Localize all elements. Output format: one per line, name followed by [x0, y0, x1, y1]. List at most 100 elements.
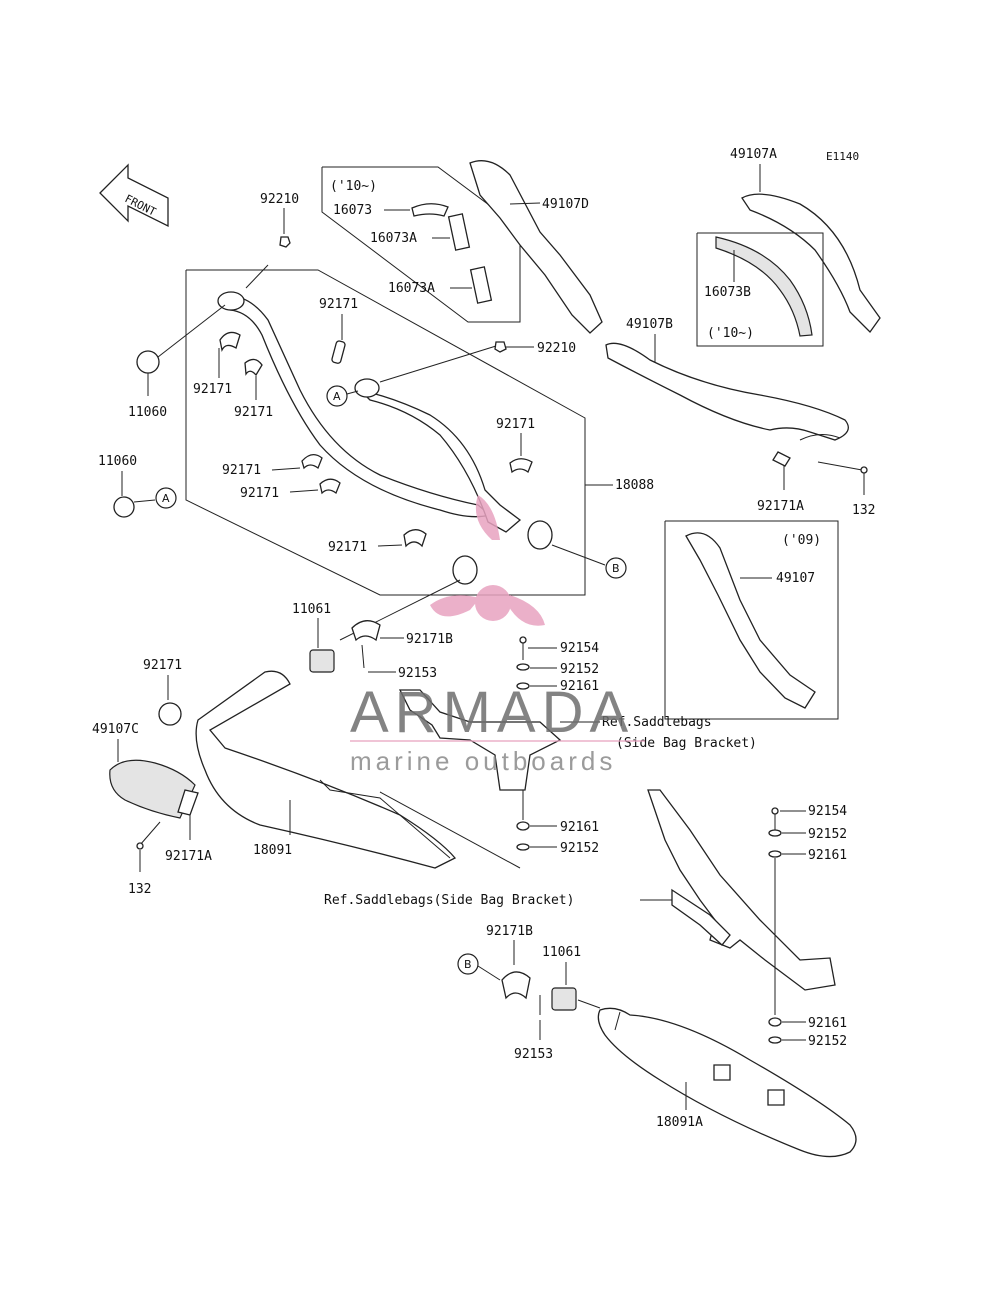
callout-b-right — [605, 557, 627, 579]
label-11060-2: 11060 — [98, 454, 137, 469]
label-132-1: 132 — [852, 503, 875, 518]
heat-guard-49107A — [741, 193, 881, 334]
clamp-92171-d — [509, 458, 533, 474]
label-92161-4: 92161 — [808, 1016, 847, 1031]
label-16073A-1: 16073A — [370, 231, 417, 246]
clamp-92171-b — [219, 331, 241, 352]
year-note-10-b: ('10~) — [707, 326, 754, 341]
label-49107: 49107 — [776, 571, 815, 586]
label-92153-2: 92153 — [514, 1047, 553, 1062]
callout-a-left — [155, 487, 177, 509]
label-92171-2: 92171 — [193, 382, 232, 397]
clamp-92171-a — [331, 340, 346, 364]
label-49107D: 49107D — [542, 197, 589, 212]
label-92171-1: 92171 — [319, 297, 358, 312]
label-49107A: 49107A — [730, 147, 777, 162]
label-18088: 18088 — [615, 478, 654, 493]
clamp-92171-g — [403, 529, 427, 548]
label-49107B: 49107B — [626, 317, 673, 332]
label-16073B: 16073B — [704, 285, 751, 300]
heat-guard-insert-box-10: ('10~) — [321, 166, 521, 323]
washer-92152-2 — [516, 843, 530, 851]
label-92210-1: 92210 — [260, 192, 299, 207]
grommet-92161-4 — [768, 1017, 782, 1027]
year-note-09: ('09) — [782, 533, 821, 548]
washer-92152-3 — [768, 829, 782, 837]
label-16073A-2: 16073A — [388, 281, 435, 296]
diagram-code: E1140 — [826, 150, 859, 163]
label-92171-8: 92171 — [143, 658, 182, 673]
clamp-92171-c — [244, 358, 263, 377]
ref-saddlebags-upper-2: (Side Bag Bracket) — [616, 736, 757, 751]
clamp-92171B-upper — [351, 620, 381, 642]
clamp-92171B-lower — [501, 971, 531, 1000]
sleeve-11061-upper — [309, 649, 335, 673]
part-16073B — [715, 236, 813, 337]
heat-guard-49107B — [605, 342, 849, 441]
grommet-92161-2 — [516, 821, 530, 831]
clamp-92171A-right — [772, 451, 791, 467]
label-92171-4: 92171 — [496, 417, 535, 432]
label-92171A-2: 92171A — [165, 849, 212, 864]
grommet-92161-1 — [516, 682, 530, 690]
label-132-2: 132 — [128, 882, 151, 897]
label-92152-3: 92152 — [808, 827, 847, 842]
saddlebag-bracket-lower — [647, 789, 836, 991]
label-92161-1: 92161 — [560, 679, 599, 694]
label-92154-1: 92154 — [560, 641, 599, 656]
label-92161-3: 92161 — [808, 848, 847, 863]
nut-92210-upper — [279, 236, 291, 248]
heat-guard-49107D — [469, 160, 603, 334]
clamp-92171-h — [158, 702, 182, 726]
nut-92210-lower — [494, 341, 507, 353]
label-92171-5: 92171 — [222, 463, 261, 478]
armada-watermark: ARMADA marine outboards — [350, 495, 645, 776]
saddlebag-bracket-upper — [398, 689, 562, 791]
label-92210-2: 92210 — [537, 341, 576, 356]
ref-saddlebags-upper-1: Ref.Saddlebags — [602, 715, 712, 730]
label-11061-1: 11061 — [292, 602, 331, 617]
callout-a-upper — [326, 385, 348, 407]
label-18091: 18091 — [253, 843, 292, 858]
exhaust-pipe-18088 — [224, 294, 492, 518]
label-11061-2: 11061 — [542, 945, 581, 960]
label-92161-2: 92161 — [560, 820, 599, 835]
label-49107C: 49107C — [92, 722, 139, 737]
label-92152-1: 92152 — [560, 662, 599, 677]
label-92153-1: 92153 — [398, 666, 437, 681]
label-11060-1: 11060 — [128, 405, 167, 420]
callout-b-lower — [457, 953, 479, 975]
label-92171B-1: 92171B — [406, 632, 453, 647]
part-16073A-upper — [447, 213, 471, 251]
label-92171-3: 92171 — [234, 405, 273, 420]
ref-saddlebags-lower: Ref.Saddlebags(Side Bag Bracket) — [324, 893, 574, 908]
label-92171A-1: 92171A — [757, 499, 804, 514]
part-16073A-lower — [469, 266, 493, 304]
heat-guard-49107 — [685, 532, 816, 709]
label-92171B-2: 92171B — [486, 924, 533, 939]
clamp-92171-e — [301, 454, 323, 470]
callout-a-left-text: A — [162, 492, 170, 505]
propeller-logo-icon — [430, 495, 545, 626]
callout-b-lower-text: B — [464, 958, 472, 971]
label-16073: 16073 — [333, 203, 372, 218]
muffler-18091 — [195, 670, 457, 869]
muffler-18091A — [597, 1007, 857, 1158]
label-92152-2: 92152 — [560, 841, 599, 856]
part-16073 — [411, 203, 449, 217]
label-92171-6: 92171 — [240, 486, 279, 501]
label-92152-4: 92152 — [808, 1034, 847, 1049]
gasket-11060-upper — [136, 350, 160, 374]
sleeve-11061-lower — [551, 987, 577, 1011]
year-note-10-a: ('10~) — [330, 179, 377, 194]
gasket-11060-lower — [113, 496, 135, 518]
label-92171-7: 92171 — [328, 540, 367, 555]
washer-92152-1 — [516, 663, 530, 671]
watermark-tagline: marine outboards — [350, 746, 616, 776]
callout-b-right-text: B — [612, 562, 620, 575]
label-92154-2: 92154 — [808, 804, 847, 819]
watermark-brand: ARMADA — [350, 680, 634, 745]
label-18091A: 18091A — [656, 1115, 703, 1130]
washer-92152-4 — [768, 1036, 782, 1044]
